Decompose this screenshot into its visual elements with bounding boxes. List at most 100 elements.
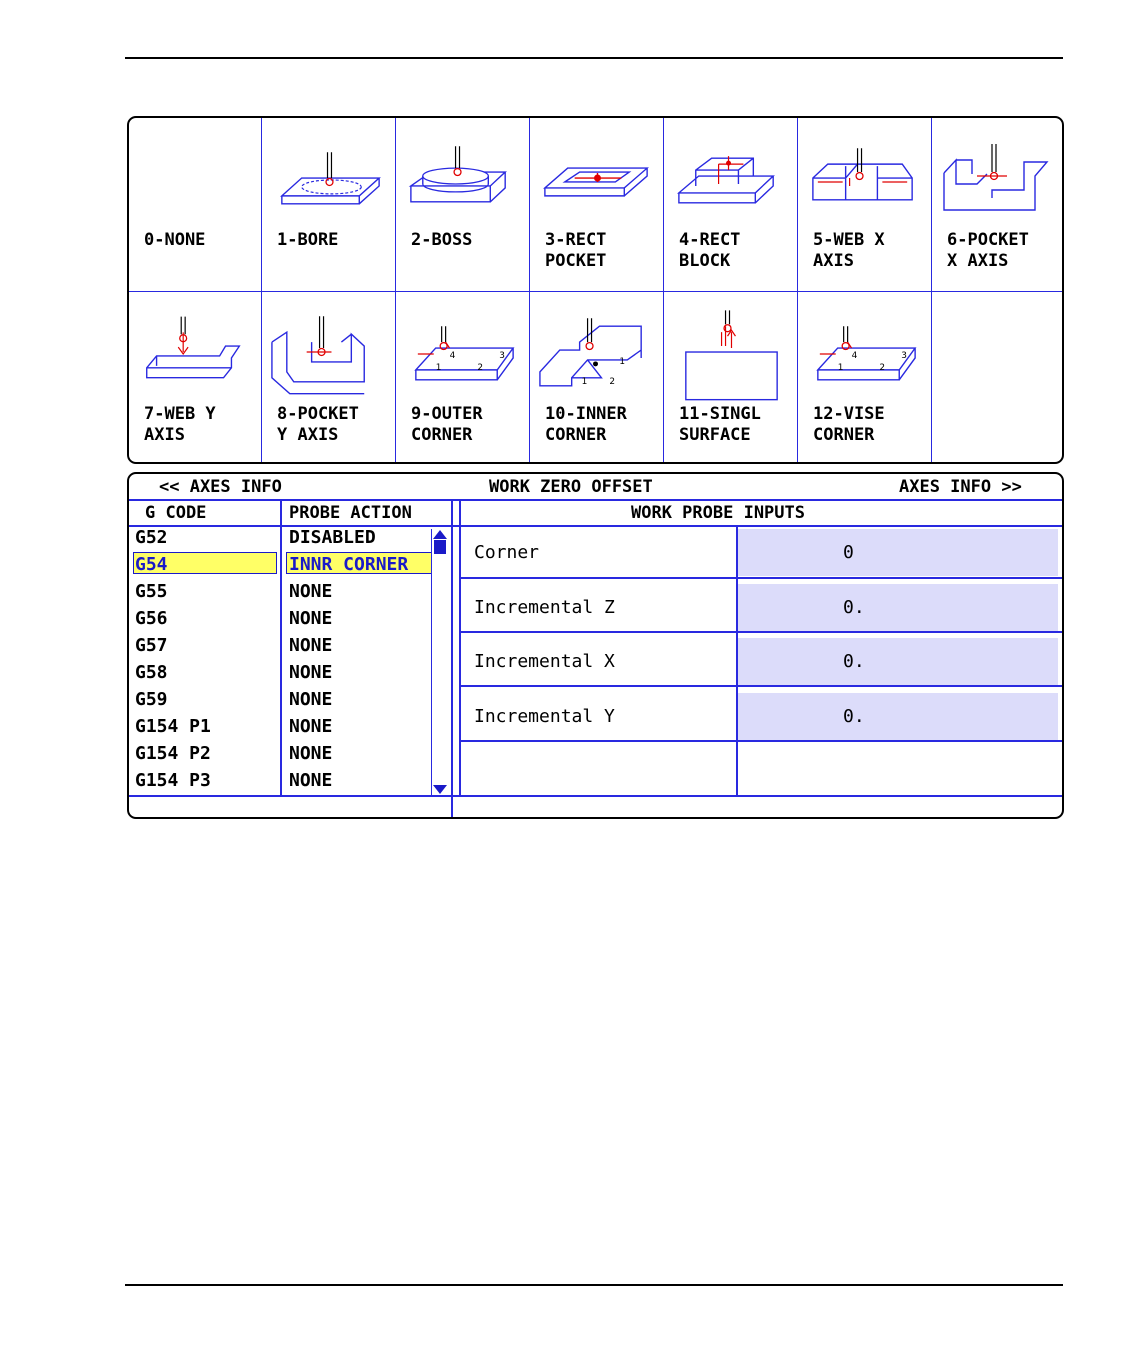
probe-action-cell: DISABLED [289,527,376,548]
probe-type-label: 10-INNER CORNER [545,404,627,445]
probe-type-label: 5-WEB X AXIS [813,230,885,271]
offset-list-scrollbar[interactable] [431,529,448,796]
list-right-divider [451,499,453,817]
offset-row-g154-p1[interactable]: G154 P1 NONE [135,713,435,740]
probe-type-label: 2-BOSS [411,230,473,250]
input-name: Incremental Z [474,596,615,618]
probe-action-cell: NONE [289,662,333,683]
scroll-thumb[interactable] [434,540,446,554]
probe-type-label: 8-POCKET Y AXIS [277,404,359,445]
probe-action-cell: NONE [289,716,333,737]
gcode-col-divider [280,499,282,795]
svg-text:3: 3 [901,351,907,361]
input-value: 0 [843,542,854,563]
probe-action-cell: NONE [289,635,333,656]
probe-type-vise-corner[interactable]: 1 2 3 4 12-VISE CORNER [798,292,932,462]
svg-text:4: 4 [450,351,456,361]
probe-type-web-y[interactable]: 7-WEB Y AXIS [129,292,262,462]
inputs-left-divider [459,499,461,795]
offset-row-g52[interactable]: G52 DISABLED [135,524,435,551]
gcode-cell: G59 [135,689,168,710]
axes-info-next-link[interactable]: AXES INFO >> [899,477,1022,497]
probe-type-label: 9-OUTER CORNER [411,404,483,445]
probe-type-label: 3-RECT POCKET [545,230,607,271]
inputs-row-divider [459,740,1062,742]
web-x-icon [812,148,913,201]
single-surface-icon [685,310,778,401]
svg-text:4: 4 [852,351,858,361]
gcode-cell: G154 P3 [135,770,211,791]
rect-pocket-icon [543,167,649,197]
selection-highlight [133,552,277,574]
pocket-y-icon [271,316,365,395]
input-value-field[interactable]: 0. [738,638,1058,685]
svg-text:1: 1 [619,357,625,367]
input-name: Corner [474,542,540,563]
svg-text:1: 1 [436,363,442,373]
probe-type-pocket-y[interactable]: 8-POCKET Y AXIS [262,292,396,462]
input-value: 0. [843,651,865,672]
svg-text:3: 3 [499,351,505,361]
gcode-cell: G52 [135,527,168,548]
work-probe-inputs-header: WORK PROBE INPUTS [631,503,805,523]
scroll-down-arrow-icon[interactable] [433,785,447,794]
probe-type-none[interactable]: 0-NONE [129,118,262,292]
inputs-row-divider [459,631,1062,633]
probe-type-single-surface[interactable]: 11-SINGL SURFACE [664,292,798,462]
footer-divider [129,795,1062,797]
probe-type-label: 0-NONE [144,230,206,250]
probe-action-cell: NONE [289,608,333,629]
gcode-cell: G154 P1 [135,716,211,737]
axes-info-prev-link[interactable]: << AXES INFO [159,477,282,497]
input-value-field[interactable]: 0 [738,529,1058,576]
probe-type-rect-block[interactable]: 4-RECT BLOCK [664,118,798,292]
probe-type-label: 12-VISE CORNER [813,404,885,445]
bore-icon [280,152,381,205]
svg-text:2: 2 [879,363,885,373]
probe-type-boss[interactable]: 2-BOSS [396,118,530,292]
probe-action-cell: INNR CORNER [289,554,409,575]
probe-type-label: 11-SINGL SURFACE [679,404,761,445]
web-y-icon [146,316,241,379]
panel-title: WORK ZERO OFFSET [489,477,653,497]
gcode-cell: G58 [135,662,168,683]
input-value: 0. [843,596,865,618]
vise-corner-icon: 1 2 3 4 [816,326,917,381]
bottom-rule [125,1284,1063,1286]
probe-type-label: 1-BORE [277,230,339,250]
probe-type-rect-pocket[interactable]: 3-RECT POCKET [530,118,664,292]
probe-action-cell: NONE [289,743,333,764]
inputs-row-divider [459,577,1062,579]
probe-action-column-header: PROBE ACTION [289,503,412,523]
input-name: Incremental Y [474,705,615,727]
offset-row-g57[interactable]: G57 NONE [135,632,435,659]
probe-action-cell: NONE [289,581,333,602]
gcode-column-header: G CODE [145,503,207,523]
scroll-up-arrow-icon[interactable] [433,530,447,539]
input-value: 0. [843,705,865,727]
input-value-field[interactable]: 0. [738,583,1058,631]
boss-icon [408,146,507,203]
work-zero-offset-panel: << AXES INFO WORK ZERO OFFSET AXES INFO … [127,472,1064,819]
probe-type-web-x[interactable]: 5-WEB X AXIS [798,118,932,292]
svg-text:1: 1 [838,363,844,373]
svg-text:2: 2 [609,377,615,387]
probe-type-pocket-x[interactable]: 6-POCKET X AXIS [932,118,1062,292]
input-value-field[interactable]: 0. [738,692,1058,740]
probe-input-incremental-y: Incremental Y 0. [462,690,1062,744]
gcode-cell: G57 [135,635,168,656]
probe-type-bore[interactable]: 1-BORE [262,118,396,292]
header-divider [129,499,1062,501]
offset-row-g58[interactable]: G58 NONE [135,659,435,686]
